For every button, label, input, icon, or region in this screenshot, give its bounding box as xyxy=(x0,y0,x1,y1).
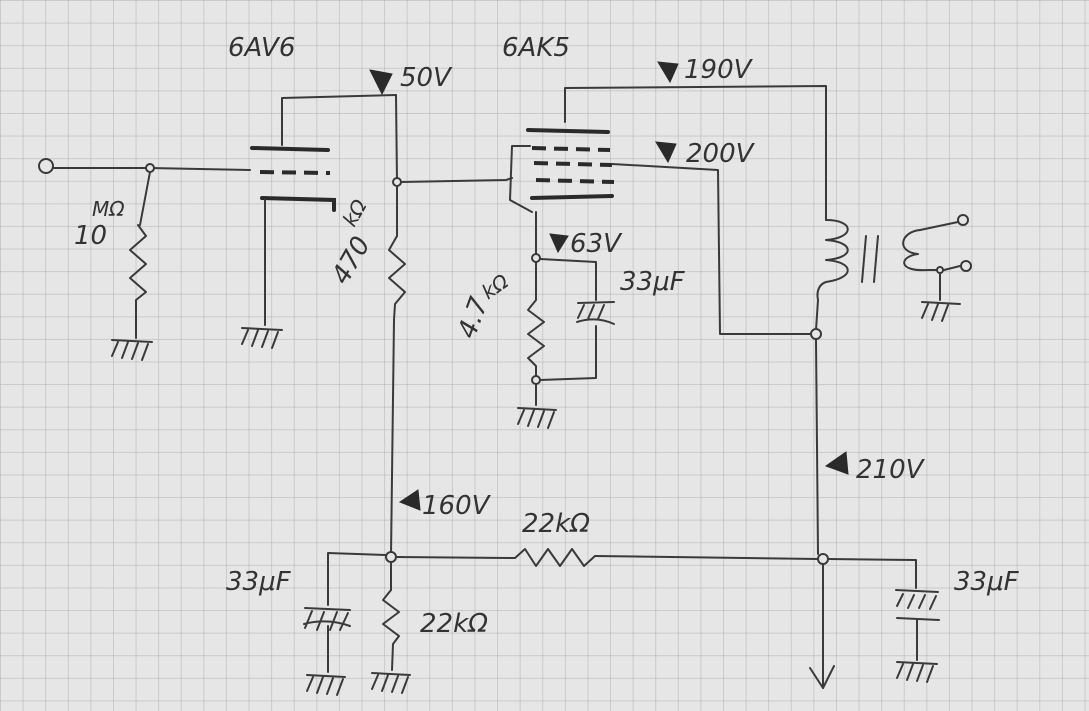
right-cap-wire xyxy=(827,558,917,589)
marker-200v xyxy=(655,141,677,164)
transformer-secondary xyxy=(902,229,961,272)
label-left-cap: 33μF xyxy=(226,567,292,597)
tube-6ak5-plate xyxy=(526,128,610,134)
tube-6ak5-grid1 xyxy=(535,178,615,184)
secondary-top-lead xyxy=(919,221,959,231)
output-transformer xyxy=(815,214,972,331)
transformer-core-1 xyxy=(861,235,867,283)
tube-6ak5 xyxy=(509,85,827,429)
cathode-resistor xyxy=(527,261,545,379)
label-190v: 190V xyxy=(684,55,754,85)
ground-symbol-left-cap xyxy=(306,674,346,696)
input-terminal[interactable] xyxy=(38,158,54,174)
tube-6av6 xyxy=(241,94,397,349)
node-210v xyxy=(817,553,829,565)
transformer-junction xyxy=(810,328,822,340)
right-filter-capacitor xyxy=(895,589,940,683)
label-tube-6ak5: 6AK5 xyxy=(502,33,570,63)
label-plate-res-unit: kΩ xyxy=(338,195,373,231)
ground-symbol-cathode xyxy=(517,407,557,429)
label-200v: 200V xyxy=(686,139,756,169)
label-160v: 160V xyxy=(422,491,492,521)
ground-symbol-grid xyxy=(111,339,153,361)
label-plate-res-value: 470 xyxy=(326,232,377,290)
ground-symbol-transformer xyxy=(921,301,961,322)
label-63v: 63V xyxy=(570,229,623,259)
label-bias-res: 22kΩ xyxy=(420,609,488,639)
cathode-cap-wire-top xyxy=(539,258,597,301)
tube-6av6-plate-lead xyxy=(281,94,397,146)
tube-6ak5-cathode xyxy=(530,194,614,200)
marker-63v xyxy=(549,233,569,254)
transformer-core-2 xyxy=(873,235,879,283)
plate-load-section xyxy=(327,94,513,694)
filter-res-left-wire xyxy=(395,556,516,559)
label-50v: 50V xyxy=(400,63,453,93)
cathode-cap-wire-bottom xyxy=(539,325,597,381)
cathode-bottom-junction xyxy=(531,375,541,385)
tube-6ak5-grid3 xyxy=(531,146,611,152)
plate-junction xyxy=(392,177,402,187)
ground-symbol-right-cap xyxy=(896,661,938,683)
input-section xyxy=(38,158,251,361)
tube-6av6-cathode xyxy=(260,196,336,212)
marker-190v xyxy=(657,61,679,84)
ground-symbol-6av6 xyxy=(241,327,283,349)
coupling-wire xyxy=(400,177,513,183)
speaker-terminal-top[interactable] xyxy=(957,214,969,226)
supply-arrow xyxy=(809,665,835,689)
marker-210v xyxy=(824,451,849,475)
tube-6ak5-grid2 xyxy=(533,161,613,167)
label-cathode-res-unit: kΩ xyxy=(477,269,513,304)
screen-grid-wire xyxy=(611,163,813,335)
tube-6av6-plate xyxy=(250,146,330,152)
left-filter-capacitor xyxy=(303,607,351,696)
grid-res-top-wire xyxy=(139,171,151,226)
tube-6ak5-suppressor-lead xyxy=(509,145,533,213)
label-210v: 210V xyxy=(856,455,926,485)
grid-resistor xyxy=(129,224,147,339)
speaker-terminal-bottom[interactable] xyxy=(960,260,972,272)
filter-cap-left-wire xyxy=(327,552,387,606)
filter-res-right-wire xyxy=(594,555,819,560)
node-160v xyxy=(385,551,397,563)
b-plus-wire-left xyxy=(390,319,395,556)
label-filter-res: 22kΩ xyxy=(522,509,590,539)
ground-symbol-bias xyxy=(371,672,411,694)
label-grid-res-value: 10 xyxy=(74,221,107,251)
tube-6av6-grid xyxy=(259,170,331,175)
input-junction xyxy=(145,163,155,173)
label-tube-6av6: 6AV6 xyxy=(228,33,295,63)
cathode-capacitor xyxy=(576,301,615,325)
marker-160v xyxy=(398,489,421,511)
plate-supply-wire xyxy=(395,94,398,237)
cathode-junction xyxy=(531,253,541,263)
plate-resistor xyxy=(388,235,406,321)
label-right-cap: 33μF xyxy=(954,567,1020,597)
label-grid-res-unit: MΩ xyxy=(92,197,125,221)
label-cathode-cap: 33μF xyxy=(620,267,686,297)
filter-resistor-section xyxy=(395,548,917,589)
b-plus-rail-right xyxy=(809,328,835,689)
transformer-primary xyxy=(815,219,849,331)
bias-resistor xyxy=(382,589,400,671)
filter-resistor xyxy=(514,548,596,567)
marker-50v xyxy=(369,69,393,96)
tube-6ak5-plate-lead xyxy=(564,85,827,221)
